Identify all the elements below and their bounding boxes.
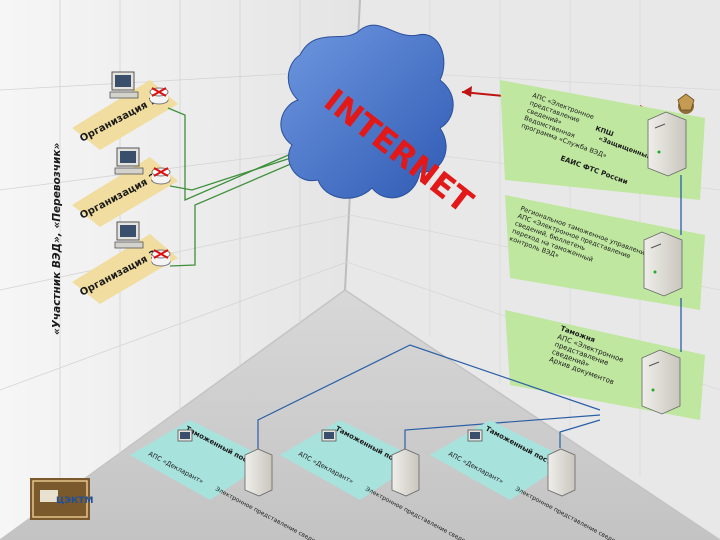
logo: ЦЭКТМ (30, 478, 93, 520)
side-label: «Участник ВЭД», «Перевозчик» (51, 143, 63, 335)
post-workstation-1[interactable] (177, 429, 193, 442)
post-server-1[interactable] (244, 448, 273, 497)
server-fts[interactable] (647, 111, 687, 177)
org-workstation-1[interactable] (109, 71, 169, 105)
org-workstation-2[interactable] (114, 147, 171, 185)
org-internet-links (167, 107, 301, 267)
internet-cloud (280, 24, 454, 199)
post-workstation-3[interactable] (467, 429, 483, 442)
org-workstation-3[interactable] (114, 221, 171, 267)
emblem-icon (677, 93, 695, 114)
post-server-3[interactable] (547, 448, 576, 497)
floor-edge-right (344, 289, 720, 540)
post-server-2[interactable] (391, 448, 420, 497)
org-band-3: Организация 3 (72, 234, 178, 304)
post-workstation-2[interactable] (321, 429, 337, 442)
server-customs[interactable] (641, 349, 681, 415)
server-regional[interactable] (643, 231, 683, 297)
post-uplinks (257, 344, 601, 455)
logo-text: ЦЭКТМ (56, 496, 93, 506)
